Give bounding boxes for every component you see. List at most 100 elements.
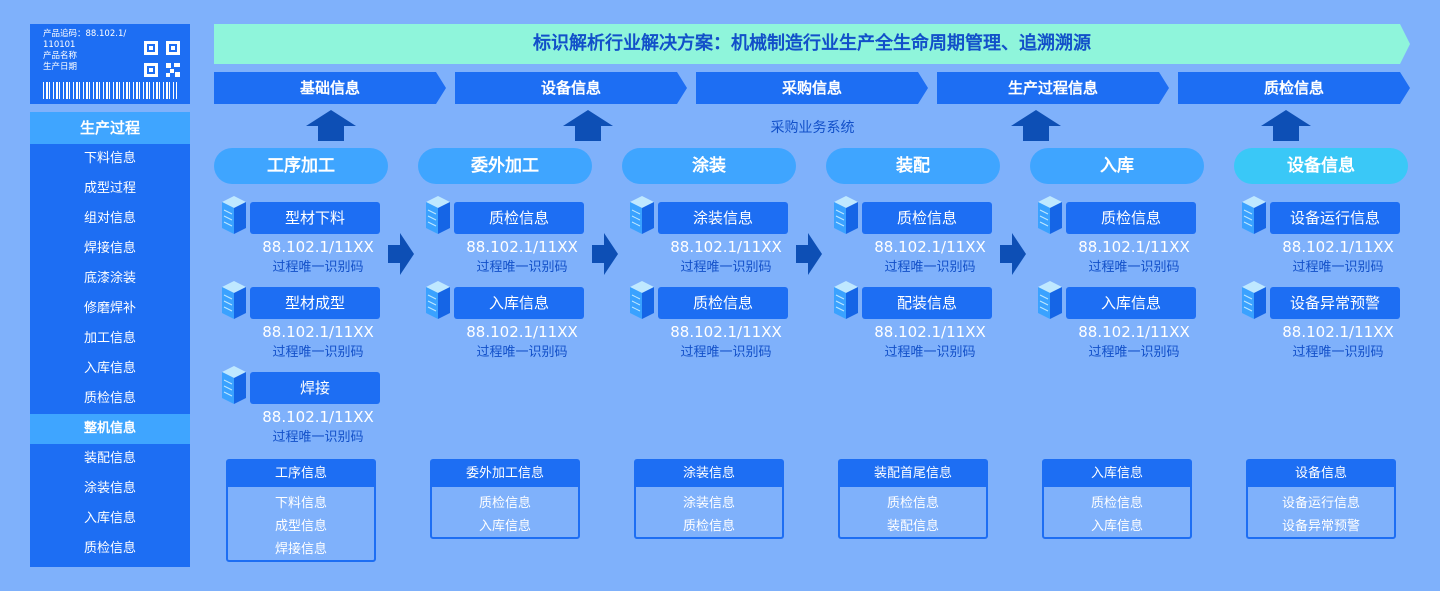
sidebar-item[interactable]: 成型过程: [83, 181, 136, 196]
product-label: 产品追码：88.102.1/ 110101 产品名称 生产日期: [30, 24, 190, 104]
right-arrow-icon: [796, 233, 822, 275]
process-tag[interactable]: 质检信息: [454, 202, 584, 234]
process-tag[interactable]: 型材成型: [250, 287, 380, 319]
sidebar-item[interactable]: 加工信息: [83, 331, 136, 346]
sidebar-item[interactable]: 整机信息: [30, 414, 190, 444]
process-code: 88.102.1/11XX: [1078, 238, 1190, 256]
process-code: 88.102.1/11XX: [670, 238, 782, 256]
process-code: 88.102.1/11XX: [1282, 238, 1394, 256]
server-cube-icon: [1038, 196, 1062, 234]
info-box-item: 涂装信息: [682, 496, 735, 511]
info-box: 涂装信息涂装信息质检信息: [634, 459, 784, 539]
process-tag[interactable]: 入库信息: [454, 287, 584, 319]
stage-3-header[interactable]: 装配: [826, 148, 1000, 184]
purchase-system-label: 采购业务系统: [770, 120, 855, 136]
sidebar-item[interactable]: 焊接信息: [83, 241, 136, 256]
info-box-item: 质检信息: [682, 519, 735, 534]
up-arrow-icon: [1011, 110, 1061, 141]
info-box-title: 装配首尾信息: [840, 461, 986, 487]
stage-0-header[interactable]: 工序加工: [214, 148, 388, 184]
sidebar-item[interactable]: 组对信息: [83, 211, 136, 226]
process-code-desc: 过程唯一识别码: [1292, 345, 1384, 360]
category-equipment-info[interactable]: 设备信息: [455, 72, 687, 104]
info-box-title: 涂装信息: [636, 461, 782, 487]
category-basic-info[interactable]: 基础信息: [214, 72, 446, 104]
label-line: 产品追码：88.102.1/: [43, 29, 127, 39]
info-box-item: 入库信息: [478, 519, 531, 534]
process-code-desc: 过程唯一识别码: [884, 345, 976, 360]
server-cube-icon: [1038, 281, 1062, 319]
process-tag[interactable]: 入库信息: [1066, 287, 1196, 319]
up-arrow-icon: [306, 110, 356, 141]
sidebar-item[interactable]: 底漆涂装: [83, 271, 136, 286]
process-tag[interactable]: 设备运行信息: [1270, 202, 1400, 234]
info-box: 入库信息质检信息入库信息: [1042, 459, 1192, 539]
info-box-item: 质检信息: [1090, 496, 1143, 511]
info-box: 工序信息下料信息成型信息焊接信息: [226, 459, 376, 562]
process-code: 88.102.1/11XX: [1282, 323, 1394, 341]
process-tag[interactable]: 质检信息: [658, 287, 788, 319]
process-code: 88.102.1/11XX: [262, 238, 374, 256]
info-box-title: 委外加工信息: [432, 461, 578, 487]
server-cube-icon: [222, 196, 246, 234]
server-cube-icon: [426, 196, 450, 234]
process-code-desc: 过程唯一识别码: [680, 260, 772, 275]
category-purchase-info[interactable]: 采购信息: [696, 72, 928, 104]
sidebar-item[interactable]: 涂装信息: [83, 481, 136, 496]
stage-4-header[interactable]: 入库: [1030, 148, 1204, 184]
process-tag[interactable]: 涂装信息: [658, 202, 788, 234]
process-code-desc: 过程唯一识别码: [1088, 345, 1180, 360]
sidebar-item[interactable]: 入库信息: [83, 511, 136, 526]
process-code-desc: 过程唯一识别码: [1088, 260, 1180, 275]
process-code-desc: 过程唯一识别码: [272, 345, 364, 360]
process-code: 88.102.1/11XX: [262, 408, 374, 426]
stage-5-header[interactable]: 设备信息: [1234, 148, 1408, 184]
info-box-title: 工序信息: [228, 461, 374, 487]
stage-2-header[interactable]: 涂装: [622, 148, 796, 184]
right-arrow-icon: [388, 233, 414, 275]
category-production-info[interactable]: 生产过程信息: [937, 72, 1169, 104]
label-line: 110101: [43, 40, 76, 50]
sidebar-item[interactable]: 质检信息: [83, 541, 136, 556]
info-box-item: 下料信息: [274, 496, 327, 511]
process-tag[interactable]: 质检信息: [1066, 202, 1196, 234]
process-code-desc: 过程唯一识别码: [272, 260, 364, 275]
category-quality-info[interactable]: 质检信息: [1178, 72, 1410, 104]
process-tag[interactable]: 焊接: [250, 372, 380, 404]
sidebar-item[interactable]: 装配信息: [83, 451, 136, 466]
sidebar-item[interactable]: 修磨焊补: [83, 301, 136, 316]
process-code-desc: 过程唯一识别码: [476, 260, 568, 275]
info-box-title: 入库信息: [1044, 461, 1190, 487]
server-cube-icon: [426, 281, 450, 319]
sidebar: 生产过程 下料信息成型过程组对信息焊接信息底漆涂装修磨焊补加工信息入库信息质检信…: [30, 112, 190, 567]
process-tag[interactable]: 型材下料: [250, 202, 380, 234]
server-cube-icon: [222, 281, 246, 319]
page-title: 标识解析行业解决方案：机械制造行业生产全生命周期管理、追溯溯源: [214, 24, 1410, 64]
sidebar-item[interactable]: 下料信息: [83, 151, 136, 166]
info-box-title: 设备信息: [1248, 461, 1394, 487]
sidebar-title: 生产过程: [30, 112, 190, 144]
stage-1-header[interactable]: 委外加工: [418, 148, 592, 184]
label-line: 生产日期: [43, 62, 78, 72]
server-cube-icon: [1242, 196, 1266, 234]
info-box-item: 设备异常预警: [1281, 519, 1360, 534]
server-cube-icon: [630, 196, 654, 234]
process-code-desc: 过程唯一识别码: [680, 345, 772, 360]
process-tag[interactable]: 质检信息: [862, 202, 992, 234]
info-box-item: 质检信息: [478, 496, 531, 511]
info-box-item: 成型信息: [274, 519, 327, 534]
right-arrow-icon: [1000, 233, 1026, 275]
sidebar-item[interactable]: 入库信息: [83, 361, 136, 376]
process-code: 88.102.1/11XX: [262, 323, 374, 341]
process-code-desc: 过程唯一识别码: [884, 260, 976, 275]
info-box: 委外加工信息质检信息入库信息: [430, 459, 580, 539]
process-tag[interactable]: 设备异常预警: [1270, 287, 1400, 319]
info-box-item: 设备运行信息: [1281, 496, 1360, 511]
process-tag[interactable]: 配装信息: [862, 287, 992, 319]
process-code: 88.102.1/11XX: [670, 323, 782, 341]
sidebar-item[interactable]: 质检信息: [83, 391, 136, 406]
process-code: 88.102.1/11XX: [874, 323, 986, 341]
server-cube-icon: [834, 281, 858, 319]
barcode-icon: [43, 82, 177, 99]
server-cube-icon: [834, 196, 858, 234]
